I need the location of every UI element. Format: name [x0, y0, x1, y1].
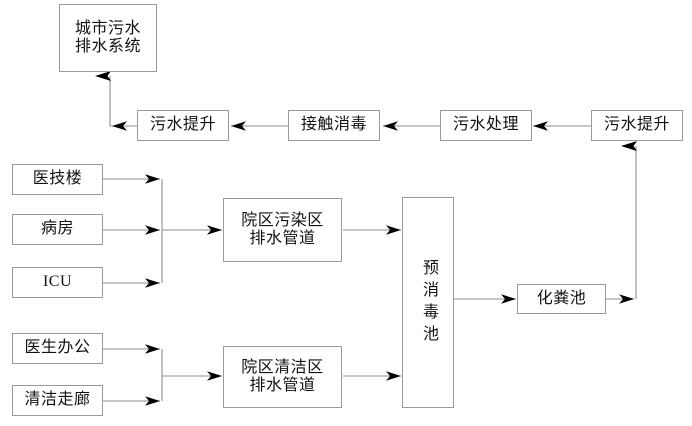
node-contaminated-pipe[interactable]: 院区污染区 排水管道 — [223, 198, 342, 262]
node-lift-right[interactable]: 污水提升 — [591, 110, 683, 141]
node-pre-disinfect-tank-label: 预消毒池 — [420, 258, 437, 347]
node-septic-tank-label: 化粪池 — [536, 289, 587, 307]
node-medical-tech-building[interactable]: 医技楼 — [12, 164, 103, 195]
node-lift-left[interactable]: 污水提升 — [137, 110, 229, 141]
node-pre-disinfect-tank[interactable]: 预消毒池 — [402, 197, 454, 408]
node-city-sewer[interactable]: 城市污水 排水系统 — [59, 4, 157, 72]
node-sewage-treat-label: 污水处理 — [452, 116, 519, 134]
node-icu[interactable]: ICU — [12, 267, 103, 298]
node-icu-label: ICU — [42, 273, 73, 291]
node-contact-disinfect[interactable]: 接触消毒 — [288, 110, 380, 141]
node-ward[interactable]: 病房 — [12, 214, 103, 245]
node-clean-pipe[interactable]: 院区清洁区 排水管道 — [223, 346, 342, 408]
edge-lift-left-to-city-sewer — [95, 71, 137, 127]
node-doctor-office-label: 医生办公 — [24, 339, 91, 357]
node-ward-label: 病房 — [40, 220, 74, 238]
node-sewage-treat[interactable]: 污水处理 — [440, 110, 532, 141]
node-contaminated-pipe-label: 院区污染区 排水管道 — [241, 211, 324, 247]
node-lift-right-label: 污水提升 — [603, 116, 670, 134]
node-medical-tech-building-label: 医技楼 — [32, 170, 83, 188]
node-city-sewer-label: 城市污水 排水系统 — [74, 19, 141, 55]
node-clean-corridor-label: 清洁走廊 — [24, 391, 91, 409]
node-lift-left-label: 污水提升 — [149, 116, 216, 134]
node-clean-pipe-label: 院区清洁区 排水管道 — [241, 358, 324, 394]
node-clean-corridor[interactable]: 清洁走廊 — [12, 385, 103, 416]
node-contact-disinfect-label: 接触消毒 — [300, 116, 367, 134]
node-doctor-office[interactable]: 医生办公 — [12, 333, 103, 364]
node-septic-tank[interactable]: 化粪池 — [517, 284, 606, 314]
